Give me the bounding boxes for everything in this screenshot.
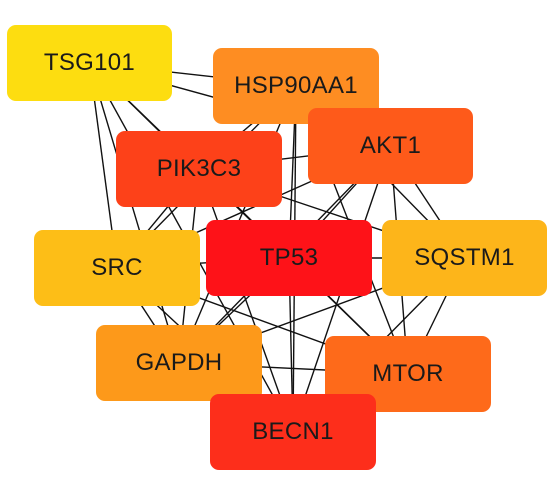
node-label: TSG101 — [43, 49, 136, 76]
node-tp53[interactable]: TP53 — [206, 220, 372, 296]
node-label: SQSTM1 — [414, 244, 515, 271]
node-label: TP53 — [259, 244, 319, 271]
node-label: GAPDH — [135, 349, 223, 376]
node-tsg101[interactable]: TSG101 — [7, 25, 172, 101]
node-label: PIK3C3 — [156, 155, 242, 182]
node-label: BECN1 — [252, 418, 334, 445]
node-becn1[interactable]: BECN1 — [210, 394, 376, 470]
node-akt1[interactable]: AKT1 — [308, 108, 473, 184]
node-label: AKT1 — [359, 132, 422, 159]
node-pik3c3[interactable]: PIK3C3 — [116, 131, 282, 207]
node-sqstm1[interactable]: SQSTM1 — [382, 220, 547, 296]
node-gapdh[interactable]: GAPDH — [96, 325, 262, 401]
node-src[interactable]: SRC — [34, 230, 200, 306]
edge-tsg101-gapdh — [88, 62, 180, 364]
node-label: SRC — [91, 254, 143, 281]
node-mtor[interactable]: MTOR — [325, 336, 491, 412]
node-label: HSP90AA1 — [234, 72, 358, 99]
node-label: MTOR — [372, 360, 444, 387]
edge-pik3c3-becn1 — [198, 168, 294, 433]
